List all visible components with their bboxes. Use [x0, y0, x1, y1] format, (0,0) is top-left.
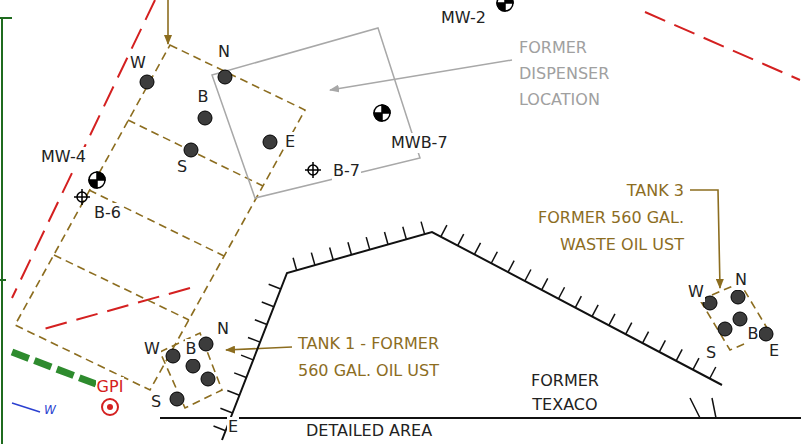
well-label: MW-2 [440, 8, 487, 28]
hatch-tick [311, 253, 315, 266]
hatch-tick [575, 296, 581, 307]
well-label: MWB-7 [390, 133, 449, 153]
area-line [160, 417, 801, 419]
hatch-tick [241, 355, 253, 360]
hatch-tick [220, 408, 232, 413]
hatch-tick [403, 227, 407, 240]
sample-label: N [734, 270, 748, 290]
tank-label: TANK 3 FORMER 560 GAL. WASTE OIL UST [537, 177, 685, 258]
sample-label: N [216, 319, 230, 339]
tank-label: TANK 1 - FORMER 560 GAL. OIL UST [297, 330, 440, 384]
area-label: FORMER DISPENSER LOCATION [518, 35, 610, 113]
gpi-label: GPI [96, 377, 125, 397]
sample-label: S [150, 392, 162, 412]
hatch-ticks [690, 398, 716, 418]
leader-line [330, 60, 512, 90]
dispenser-outline [212, 28, 420, 198]
area-label: FORMER TEXACO [530, 369, 600, 417]
hatch-tick [227, 391, 239, 396]
hatch-tick [262, 302, 274, 307]
sample-label: E [284, 132, 296, 152]
sample-label: S [176, 157, 188, 177]
hatch-tick [626, 323, 632, 334]
sample-point [140, 70, 773, 406]
hatch-tick [676, 349, 682, 360]
hatch-tick [474, 243, 480, 254]
sample-label: N [217, 42, 231, 62]
sample-label: W [687, 282, 705, 302]
hatch-tick [441, 225, 447, 236]
hatch-tick [592, 305, 598, 316]
hatch-tick [269, 284, 281, 289]
leader-line [168, 0, 720, 350]
hatch-tick [643, 332, 649, 343]
soil-boring [74, 162, 321, 205]
hatch-tick [255, 320, 267, 325]
area-label: DETAILED AREA [305, 421, 433, 441]
hatch-tick [558, 287, 564, 298]
sample-label: W [129, 53, 147, 73]
monitoring-well [89, 0, 513, 188]
hatch-tick [421, 222, 425, 235]
frame-line [0, 18, 12, 444]
hatch-tick [214, 426, 226, 431]
hatch-tick [458, 234, 464, 245]
hatch-tick [248, 337, 260, 342]
sample-label: E [227, 417, 239, 437]
hatch-tick [293, 258, 297, 271]
well-label: MW-4 [40, 147, 87, 167]
boring-label: B-7 [332, 161, 361, 181]
hatch-tick [609, 314, 615, 325]
hatch-tick [525, 269, 531, 280]
gpi-symbol [102, 399, 118, 415]
hatch-tick [659, 340, 665, 351]
utility-label: W [43, 403, 57, 417]
hatch-tick [693, 358, 699, 369]
excavation-outline [222, 232, 722, 440]
sample-label: W [143, 339, 161, 359]
tank-bed-outline [15, 45, 770, 408]
hatch-tick [348, 242, 352, 255]
hatch-tick [330, 247, 334, 260]
sample-label: B [185, 339, 198, 359]
hatch-tick [234, 373, 246, 378]
utility-line [12, 403, 40, 412]
sample-label: E [768, 341, 780, 361]
hatch-tick [366, 237, 370, 250]
sample-label: S [705, 343, 717, 363]
sample-label: B [197, 87, 210, 107]
hatch-tick [710, 367, 716, 378]
sample-label: B [747, 324, 760, 344]
hatch-tick [542, 278, 548, 289]
hatch-tick [508, 261, 514, 272]
hatch-tick [385, 232, 389, 245]
property-line [12, 0, 800, 330]
hatch-tick [491, 252, 497, 263]
boring-label: B-6 [93, 203, 122, 223]
